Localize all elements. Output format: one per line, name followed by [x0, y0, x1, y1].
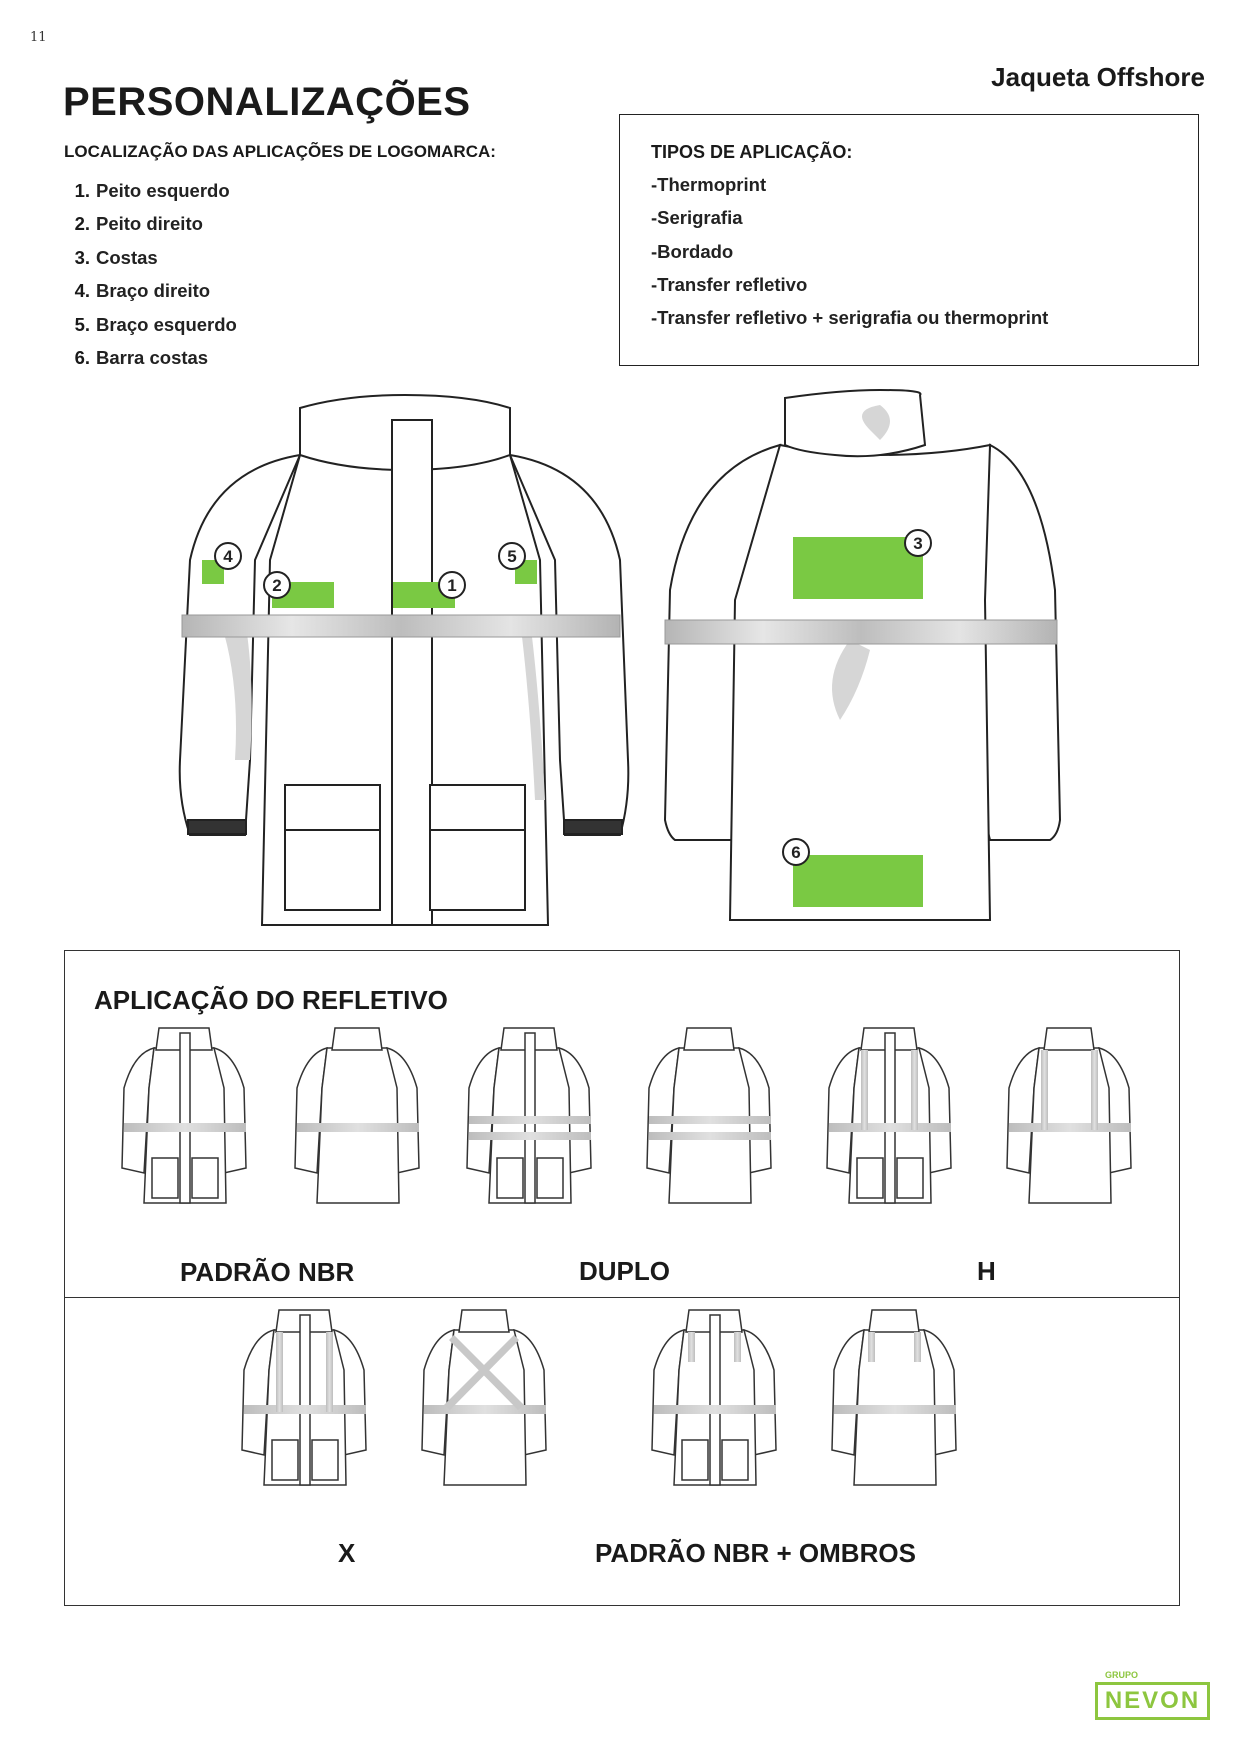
svg-text:2: 2 [272, 576, 281, 595]
nbr-ombros-back [831, 1309, 957, 1486]
x-front [241, 1309, 367, 1486]
list-item: 3. Costas [64, 247, 237, 280]
marker-6: 6 [782, 838, 810, 866]
logo-area-3 [793, 537, 923, 599]
svg-text:5: 5 [507, 547, 516, 566]
duplo-back [646, 1027, 772, 1204]
list-item: 4. Braço direito [64, 280, 237, 313]
marker-1: 1 [438, 571, 466, 599]
item-number: 4. [74, 280, 90, 302]
list-item: 1. Peito esquerdo [64, 180, 237, 213]
reflective-style-drawings [121, 1027, 1132, 1486]
svg-text:3: 3 [913, 534, 922, 553]
style-label-duplo: DUPLO [579, 1256, 670, 1286]
list-item: -Serigrafia [651, 207, 743, 229]
marker-3: 3 [904, 529, 932, 557]
svg-text:6: 6 [791, 843, 800, 862]
application-types-heading: TIPOS DE APLICAÇÃO: [651, 142, 853, 162]
product-name: Jaqueta Offshore [991, 62, 1205, 92]
style-label-x: X [338, 1538, 356, 1568]
style-label-h: H [977, 1256, 996, 1286]
nbr-front [121, 1027, 247, 1204]
reflective-band-front [181, 614, 621, 638]
marker-2: 2 [263, 571, 291, 599]
item-number: 5. [74, 313, 90, 335]
logo-area-6 [793, 855, 923, 907]
shadow-shapes [832, 405, 890, 720]
locations-heading: LOCALIZAÇÃO DAS APLICAÇÕES DE LOGOMARCA: [64, 142, 496, 161]
item-label: Peito direito [96, 213, 203, 235]
h-back [1006, 1027, 1132, 1204]
brand-logo: GRUPO NEVON [1095, 1670, 1210, 1720]
page-title: PERSONALIZAÇÕES [63, 80, 471, 124]
item-label: Costas [96, 246, 158, 268]
reflective-heading: APLICAÇÃO DO REFLETIVO [94, 985, 448, 1015]
reflective-divider [64, 1297, 1180, 1298]
item-number: 2. [74, 213, 90, 235]
item-label: Braço esquerdo [96, 313, 237, 335]
item-label: Peito esquerdo [96, 180, 230, 201]
brand-name: NEVON [1095, 1682, 1210, 1720]
svg-text:4: 4 [223, 547, 233, 566]
list-item: 6. Barra costas [64, 347, 237, 380]
page-number: 11 [30, 30, 47, 45]
style-label-nbr: PADRÃO NBR [180, 1257, 355, 1287]
list-item: -Transfer refletivo + serigrafia ou ther… [651, 307, 1049, 329]
list-item: -Bordado [651, 240, 734, 262]
list-item: -Transfer refletivo [651, 273, 808, 295]
svg-text:1: 1 [447, 576, 456, 595]
marker-5: 5 [498, 542, 526, 570]
marker-4: 4 [214, 542, 242, 570]
jacket-drawings: 1 2 4 5 3 6 [178, 388, 1062, 926]
x-back [421, 1309, 547, 1486]
item-number: 6. [74, 346, 90, 368]
item-number: 3. [74, 246, 90, 268]
nbr-ombros-front [651, 1309, 777, 1486]
list-item: 5. Braço esquerdo [64, 314, 237, 347]
list-item: 2. Peito direito [64, 213, 237, 246]
style-label-nbr-ombros: PADRÃO NBR + OMBROS [595, 1538, 916, 1568]
application-types-box [619, 114, 1199, 366]
h-front [826, 1027, 952, 1204]
item-label: Braço direito [96, 280, 211, 302]
item-number: 1. [74, 180, 90, 201]
nbr-back [294, 1027, 420, 1204]
reflective-band-back [664, 619, 1058, 645]
brand-group-label: GRUPO [1105, 1670, 1139, 1680]
locations-list: 1. Peito esquerdo 2. Peito direito 3. Costa… [64, 180, 237, 380]
duplo-front [466, 1027, 592, 1204]
reflective-section [64, 950, 1180, 1606]
shadow-shapes [220, 620, 545, 800]
list-item: -Thermoprint [651, 174, 767, 195]
application-types-list: -Thermoprint -Serigrafia -Bordado -Trans… [651, 174, 1048, 340]
item-label: Barra costas [96, 346, 209, 368]
